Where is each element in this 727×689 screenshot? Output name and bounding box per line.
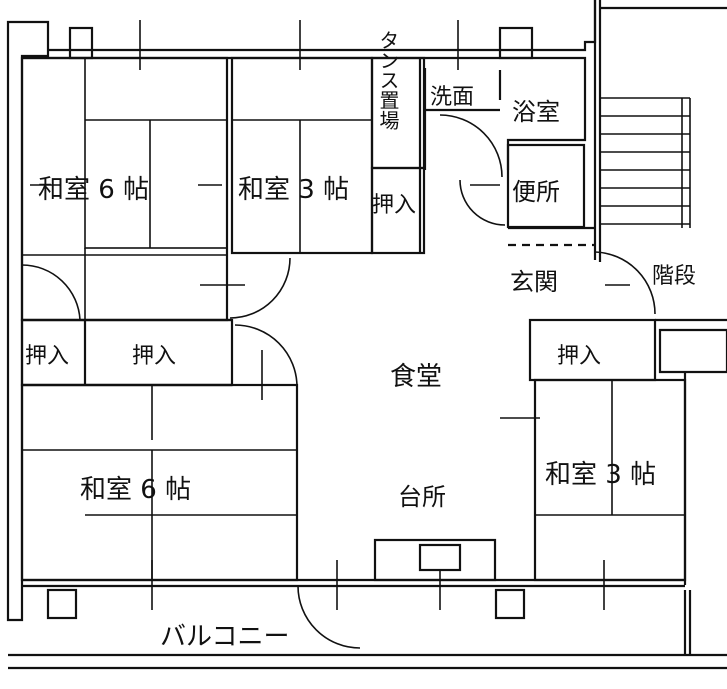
column <box>68 26 94 60</box>
room-label-washitsu-6-bottom: 和室 6 帖 <box>80 475 191 505</box>
room-label-shokudo: 食堂 <box>390 362 442 392</box>
door-swing <box>21 264 81 321</box>
door-swing <box>439 114 503 178</box>
room-wall <box>230 56 374 255</box>
room-label-washitsu-3-right: 和室 3 帖 <box>545 460 656 490</box>
sink <box>418 543 462 572</box>
tick-marks <box>30 20 630 610</box>
stair-treads <box>600 97 691 228</box>
room-label-balcony: バルコニー <box>160 622 289 652</box>
oshiire-box <box>370 166 426 255</box>
column <box>498 26 534 60</box>
door-swing <box>297 585 361 649</box>
room-label-washitsu-3-top: 和室 3 帖 <box>238 175 349 205</box>
room-label-daidokoro: 台所 <box>398 483 446 511</box>
bath-wall <box>425 70 502 112</box>
right-building-edge <box>593 0 727 262</box>
door-swing <box>459 179 506 226</box>
door-swing <box>234 324 298 388</box>
room-label-washitsu-6-top: 和室 6 帖 <box>38 175 149 205</box>
column <box>494 588 526 620</box>
room-label-senmen: 洗面 <box>430 85 474 110</box>
closet-label-oshiire-1: 押入 <box>372 193 416 218</box>
room-label-yokushitsu: 浴室 <box>512 98 560 126</box>
room-label-tansu: タンス置場 <box>376 30 400 130</box>
wash-wall <box>425 56 587 170</box>
door-swing <box>229 257 291 319</box>
tatami-lines <box>84 57 228 249</box>
outer-wall-left <box>6 20 50 622</box>
door-swing <box>594 251 656 315</box>
outer-wall-top <box>48 0 597 52</box>
closet-label-oshiire-2: 押入 <box>25 344 69 369</box>
column <box>46 588 78 620</box>
room-label-kaidan: 階段 <box>652 264 696 289</box>
closet-label-oshiire-4: 押入 <box>557 344 601 369</box>
room-label-genkan: 玄関 <box>510 268 558 296</box>
closet-label-oshiire-3: 押入 <box>132 344 176 369</box>
right-lower-edge <box>655 318 727 585</box>
room-label-benjo: 便所 <box>512 178 560 206</box>
